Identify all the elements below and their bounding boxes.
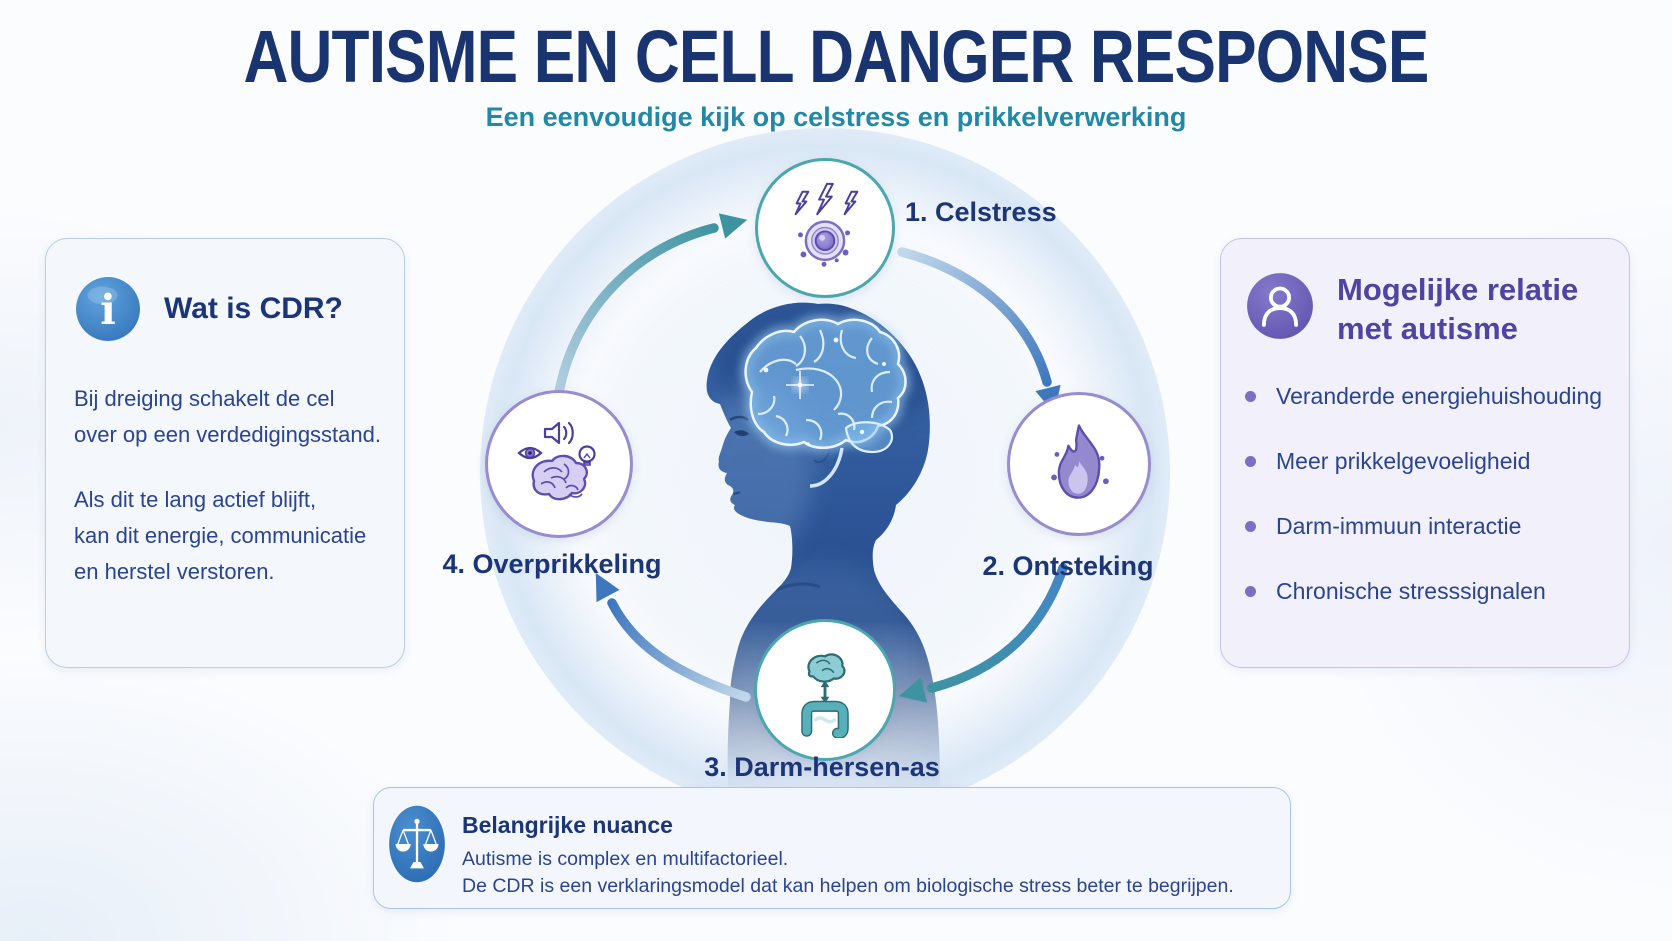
speaker-icon — [543, 421, 561, 445]
brain-gyri — [757, 329, 893, 441]
nuance-line-2: De CDR is een verklaringsmodel dat kan h… — [462, 875, 1234, 897]
arrowhead — [718, 213, 748, 239]
nuance-card: Belangrijke nuance Autisme is complex en… — [373, 787, 1291, 909]
cerebellum — [844, 421, 894, 454]
bullet-dot-icon — [1245, 455, 1256, 467]
gut-brain-icon — [801, 653, 849, 738]
bullet-dot-icon — [1245, 390, 1256, 402]
page-subtitle: Een eenvoudige kijk op celstress en prik… — [485, 102, 1187, 132]
label-celstress: 1. Celstress — [905, 197, 1057, 227]
info-icon: i — [76, 277, 140, 341]
label-ontsteking: 2. Ontsteking — [982, 551, 1154, 581]
arrowhead — [898, 677, 928, 703]
shirt-collar — [775, 582, 821, 592]
eyebrow — [729, 415, 749, 422]
nuance-line-1: Autisme is complex en multifactorieel. — [462, 848, 789, 870]
brain-sparkles — [763, 337, 886, 446]
label-darm-hersen-as: 3. Darm-hersen-as — [704, 752, 940, 782]
arrowhead — [595, 573, 620, 603]
node-darm-hersen-as — [754, 619, 896, 761]
relation-card: Mogelijke relatie met autisme Veranderde… — [1220, 238, 1630, 668]
cdr-card: i Wat is CDR? Bij dreiging schakelt de c… — [45, 238, 405, 668]
svg-text:i: i — [100, 286, 116, 334]
cdr-paragraph-2: Als dit te lang actief blijft, kan dit e… — [74, 487, 367, 584]
relation-bullet-list: Veranderde energiehuishouding Meer prikk… — [1245, 383, 1605, 605]
nuance-card-title: Belangrijke nuance — [462, 812, 673, 838]
list-item: Veranderde energiehuishouding — [1245, 383, 1605, 410]
page-title: AUTISME EN CELL DANGER RESPONSE — [243, 15, 1429, 98]
header: AUTISME EN CELL DANGER RESPONSE Een eenv… — [0, 0, 1672, 133]
cycle-arrows — [553, 213, 1068, 703]
flame-icon — [1051, 424, 1109, 499]
lightbulb-icon — [578, 445, 596, 466]
node-celstress — [755, 158, 895, 298]
relation-card-title: Mogelijke relatie met autisme — [1337, 272, 1579, 346]
cdr-card-title: Wat is CDR? — [164, 292, 343, 325]
overstimulated-brain-icon — [517, 421, 596, 501]
eye — [734, 430, 749, 437]
glowing-brain — [741, 315, 910, 488]
node-ontsteking — [1007, 392, 1151, 536]
stressed-cell-icon — [794, 182, 859, 267]
label-overprikkeling: 4. Overprikkeling — [442, 549, 662, 579]
arrow-darmhersenas-to-overprikkeling — [607, 598, 751, 702]
list-item: Meer prikkelgevoeligheid — [1245, 448, 1605, 475]
node-overprikkeling — [485, 390, 633, 538]
arrow-ontsteking-to-darmhersenas — [927, 563, 1068, 693]
brain-stem — [809, 447, 844, 488]
list-item: Darm-immuun interactie — [1245, 513, 1605, 540]
child-brain-illustration — [706, 302, 940, 792]
arrow-overprikkeling-to-celstress — [553, 223, 719, 403]
arrow-celstress-to-ontsteking — [897, 247, 1052, 387]
person-icon — [1247, 273, 1313, 339]
list-item: Chronische stresssignalen — [1245, 578, 1605, 605]
bullet-dot-icon — [1245, 585, 1256, 597]
cdr-paragraph-1: Bij dreiging schakelt de cel over op een… — [74, 386, 381, 447]
scales-icon — [389, 805, 445, 883]
child-silhouette — [706, 302, 940, 792]
bullet-dot-icon — [1245, 520, 1256, 532]
